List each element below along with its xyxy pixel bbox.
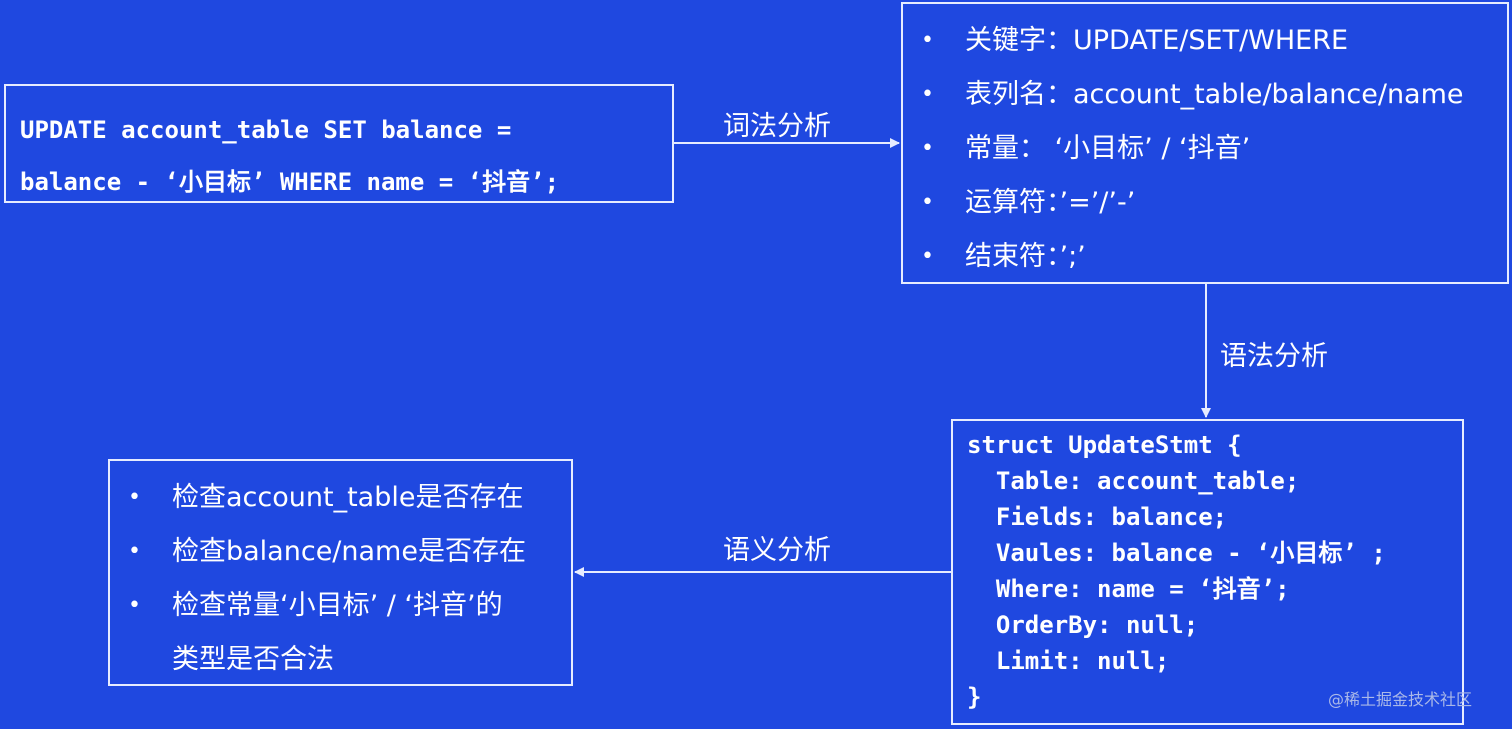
token-list: 关键字：UPDATE/SET/WHERE 表列名：account_table/b… (917, 14, 1507, 284)
struct-line-2: Table: account_table; (967, 467, 1300, 495)
struct-line-3: Fields: balance; (967, 503, 1228, 531)
struct-line-6: OrderBy: null; (967, 611, 1199, 639)
token-keywords: 关键字：UPDATE/SET/WHERE (917, 14, 1507, 68)
token-terminator: 结束符：’;’ (917, 230, 1507, 284)
token-operators: 运算符：’=’/’-’ (917, 176, 1507, 230)
sql-line-1: UPDATE account_table SET balance = (20, 116, 512, 144)
token-constants: 常量： ‘小目标’ / ‘抖音’ (917, 122, 1507, 176)
tokens-box: 关键字：UPDATE/SET/WHERE 表列名：account_table/b… (901, 2, 1509, 284)
check-columns-exist: 检查balance/name是否存在 (124, 525, 571, 579)
update-stmt-struct-box: struct UpdateStmt { Table: account_table… (951, 419, 1464, 725)
semantic-analysis-label: 语义分析 (723, 535, 831, 566)
sql-line-2: balance - ‘小目标’ WHERE name = ‘抖音’; (20, 168, 560, 196)
struct-line-8: } (967, 683, 982, 711)
watermark: @稀土掘金技术社区 (1328, 690, 1473, 709)
struct-line-5: Where: name = ‘抖音’; (967, 575, 1290, 603)
check-list: 检查account_table是否存在 检查balance/name是否存在 检… (124, 471, 571, 687)
struct-line-4: Vaules: balance - ‘小目标’ ; (967, 539, 1386, 567)
semantic-checks-box: 检查account_table是否存在 检查balance/name是否存在 检… (108, 459, 573, 686)
token-identifiers: 表列名：account_table/balance/name (917, 68, 1507, 122)
struct-line-1: struct UpdateStmt { (967, 431, 1242, 459)
check-table-exists: 检查account_table是否存在 (124, 471, 571, 525)
check-constant-types: 检查常量‘小目标’ / ‘抖音’的 (124, 579, 571, 633)
syntax-analysis-label: 语法分析 (1220, 341, 1328, 372)
struct-line-7: Limit: null; (967, 647, 1170, 675)
lexical-analysis-label: 词法分析 (723, 111, 831, 142)
sql-statement-box: UPDATE account_table SET balance = balan… (4, 84, 674, 203)
check-constant-types-continuation: 类型是否合法 (172, 644, 334, 675)
